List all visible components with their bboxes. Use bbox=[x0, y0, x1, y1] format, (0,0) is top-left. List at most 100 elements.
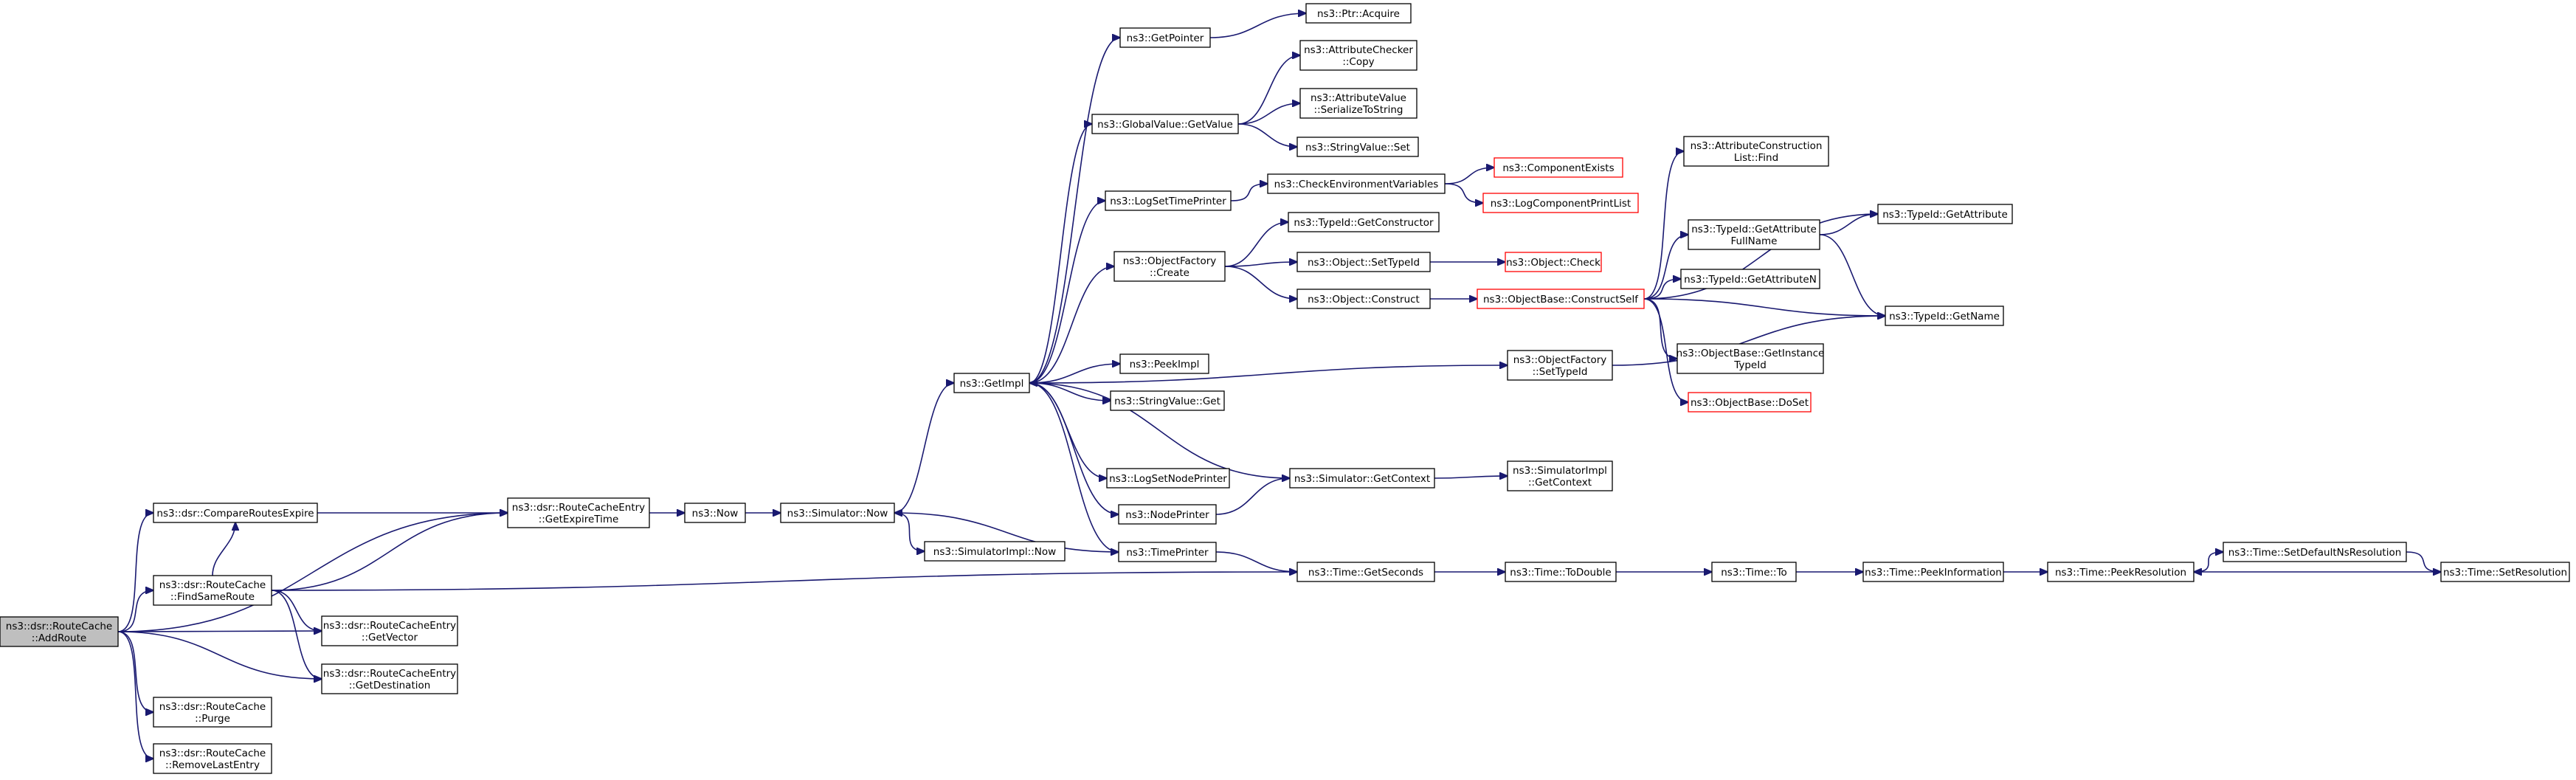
node-ns3-time-getseconds[interactable]: ns3::Time::GetSeconds bbox=[1296, 562, 1435, 582]
node-label: ns3::Time::ToDouble bbox=[1510, 567, 1611, 579]
node-ns3-logcomponentprintlist[interactable]: ns3::LogComponentPrintList bbox=[1482, 193, 1639, 213]
node-ns3-getimpl[interactable]: ns3::GetImpl bbox=[953, 373, 1030, 393]
node-box bbox=[1296, 252, 1431, 272]
node-ns3-simulator-now[interactable]: ns3::Simulator::Now bbox=[780, 503, 895, 523]
node-ns3-nodeprinter[interactable]: ns3::NodePrinter bbox=[1118, 504, 1217, 525]
node-label: ns3::ObjectBase::DoSet bbox=[1691, 397, 1809, 409]
edge-n0-to-n38 bbox=[117, 590, 153, 632]
node-label: ns3::Simulator::Now bbox=[787, 508, 888, 520]
node-label: ns3::StringValue::Set bbox=[1305, 142, 1410, 153]
node-label: ns3::Time::GetSeconds bbox=[1308, 567, 1423, 579]
node-ns3-attributevalue-serializetostring[interactable]: ns3::AttributeValue::SerializeToString bbox=[1299, 88, 1418, 119]
node-ns3-typeid-getconstructor[interactable]: ns3::TypeId::GetConstructor bbox=[1288, 212, 1440, 232]
node-ns3-getpointer[interactable]: ns3::GetPointer bbox=[1119, 27, 1211, 48]
node-label: ns3::SimulatorImpl::Now bbox=[933, 546, 1056, 558]
node-label: ns3::dsr::RouteCacheEntry bbox=[512, 502, 645, 514]
node-box bbox=[1677, 343, 1824, 374]
node-box bbox=[1862, 562, 2004, 582]
node-ns3-stringvalue-set[interactable]: ns3::StringValue::Set bbox=[1296, 137, 1419, 157]
node-ns3-timeprinter[interactable]: ns3::TimePrinter bbox=[1118, 542, 1217, 562]
edge-n44-to-n45 bbox=[2406, 551, 2441, 572]
node-ns3-typeid-getattributen[interactable]: ns3::TypeId::GetAttributeN bbox=[1680, 269, 1820, 289]
node-label: ns3::PeekImpl bbox=[1130, 359, 1200, 370]
node-box bbox=[780, 503, 895, 523]
node-ns3-dsr-routecacheentry-getvector[interactable]: ns3::dsr::RouteCacheEntry::GetVector bbox=[321, 615, 458, 646]
node-ns3-simulatorimpl-getcontext[interactable]: ns3::SimulatorImpl::GetContext bbox=[1507, 460, 1613, 491]
node-ns3-attributechecker-copy[interactable]: ns3::AttributeChecker::Copy bbox=[1299, 40, 1418, 71]
node-ns3-typeid-getattribute[interactable]: ns3::TypeId::GetAttribute bbox=[1877, 204, 2013, 224]
node-ns3-dsr-routecache-findsameroute[interactable]: ns3::dsr::RouteCache::FindSameRoute bbox=[153, 575, 272, 606]
node-box bbox=[1494, 157, 1623, 178]
node-label: ns3::Ptr::Acquire bbox=[1317, 8, 1400, 20]
node-ns3-time-peekresolution[interactable]: ns3::Time::PeekResolution bbox=[2047, 562, 2195, 582]
node-label: ns3::TypeId::GetName bbox=[1889, 311, 2000, 322]
node-ns3-objectfactory-settypeid[interactable]: ns3::ObjectFactory::SetTypeId bbox=[1507, 350, 1613, 381]
node-ns3-ptr-acquire[interactable]: ns3::Ptr::Acquire bbox=[1305, 3, 1412, 24]
node-label: ::Create bbox=[1150, 267, 1189, 279]
node-ns3-dsr-routecache-purge[interactable]: ns3::dsr::RouteCache::Purge bbox=[153, 697, 272, 728]
node-ns3-componentexists[interactable]: ns3::ComponentExists bbox=[1494, 157, 1623, 178]
node-ns3-dsr-compareroutesexpire[interactable]: ns3::dsr::CompareRoutesExpire bbox=[153, 503, 318, 523]
node-label: ns3::TimePrinter bbox=[1126, 547, 1209, 559]
node-box bbox=[1688, 392, 1812, 413]
node-box bbox=[153, 743, 272, 774]
node-ns3-objectfactory-create[interactable]: ns3::ObjectFactory::Create bbox=[1113, 251, 1226, 282]
node-ns3-typeid-getname[interactable]: ns3::TypeId::GetName bbox=[1885, 306, 2004, 326]
node-box bbox=[1118, 542, 1217, 562]
node-label: ns3::Time::SetResolution bbox=[2443, 567, 2567, 579]
node-label: ns3::AttributeValue bbox=[1311, 92, 1406, 104]
node-box bbox=[1683, 136, 1829, 167]
edge-n21-to-n23 bbox=[1643, 235, 1688, 300]
node-ns3-checkenvironmentvariables[interactable]: ns3::CheckEnvironmentVariables bbox=[1267, 173, 1446, 194]
node-ns3-simulatorimpl-now[interactable]: ns3::SimulatorImpl::Now bbox=[924, 541, 1066, 562]
node-ns3-dsr-routecache-removelastentry[interactable]: ns3::dsr::RouteCache::RemoveLastEntry bbox=[153, 743, 272, 774]
node-ns3-simulator-getcontext[interactable]: ns3::Simulator::GetContext bbox=[1289, 468, 1435, 489]
edge-n21-to-n24 bbox=[1643, 214, 1878, 300]
node-ns3-dsr-routecacheentry-getdestination[interactable]: ns3::dsr::RouteCacheEntry::GetDestinatio… bbox=[321, 663, 458, 694]
node-ns3-objectbase-doset[interactable]: ns3::ObjectBase::DoSet bbox=[1688, 392, 1812, 413]
node-box bbox=[1119, 27, 1211, 48]
node-ns3-logsettimeprinter[interactable]: ns3::LogSetTimePrinter bbox=[1105, 190, 1232, 211]
edge-n8-to-n10 bbox=[1237, 103, 1300, 125]
node-box bbox=[1106, 468, 1230, 489]
node-label: ns3::Time::SetDefaultNsResolution bbox=[2228, 547, 2402, 559]
node-ns3-objectbase-constructself[interactable]: ns3::ObjectBase::ConstructSelf bbox=[1477, 289, 1645, 309]
node-ns3-peekimpl[interactable]: ns3::PeekImpl bbox=[1119, 353, 1209, 374]
node-ns3-object-check[interactable]: ns3::Object::Check bbox=[1505, 252, 1602, 272]
node-box bbox=[153, 697, 272, 728]
edge-n21-to-n27 bbox=[1643, 298, 1677, 359]
edge-n13-to-n14 bbox=[1444, 168, 1494, 184]
edge-n34-to-n5 bbox=[1029, 383, 1291, 479]
node-ns3-time-todouble[interactable]: ns3::Time::ToDouble bbox=[1505, 562, 1617, 582]
node-ns3-dsr-routecacheentry-getexpiretime[interactable]: ns3::dsr::RouteCacheEntry::GetExpireTime bbox=[507, 497, 650, 528]
node-ns3-object-construct[interactable]: ns3::Object::Construct bbox=[1296, 289, 1431, 309]
edge-n4-to-n37 bbox=[894, 512, 925, 551]
edge-n0-to-n46 bbox=[117, 631, 322, 632]
node-ns3-globalvalue-getvalue[interactable]: ns3::GlobalValue::GetValue bbox=[1091, 114, 1239, 134]
node-ns3-time-setdefaultnsresolution[interactable]: ns3::Time::SetDefaultNsResolution bbox=[2223, 542, 2407, 562]
node-ns3-logsetnodeprinter[interactable]: ns3::LogSetNodePrinter bbox=[1106, 468, 1230, 489]
node-label: ns3::TypeId::GetConstructor bbox=[1294, 217, 1434, 229]
edge-n0-to-n48 bbox=[117, 631, 153, 712]
edge-n0-to-n49 bbox=[117, 631, 153, 759]
edge-n6-to-n7 bbox=[1209, 13, 1306, 38]
node-ns3-time-peekinformation[interactable]: ns3::Time::PeekInformation bbox=[1862, 562, 2004, 582]
node-ns3-time-to[interactable]: ns3::Time::To bbox=[1711, 562, 1797, 582]
node-box bbox=[1118, 504, 1217, 525]
node-ns3-stringvalue-get[interactable]: ns3::StringValue::Get bbox=[1110, 390, 1225, 411]
node-ns3-time-setresolution[interactable]: ns3::Time::SetResolution bbox=[2440, 562, 2570, 582]
node-box bbox=[1289, 468, 1435, 489]
node-ns3-now[interactable]: ns3::Now bbox=[684, 503, 746, 523]
node-ns3-object-settypeid[interactable]: ns3::Object::SetTypeId bbox=[1296, 252, 1431, 272]
edge-n23-to-n26 bbox=[1819, 234, 1885, 316]
node-label: ns3::LogSetTimePrinter bbox=[1110, 196, 1226, 207]
node-label: ::SetTypeId bbox=[1533, 366, 1588, 378]
edge-n5-to-n6 bbox=[1029, 38, 1120, 384]
node-label: ns3::dsr::RouteCacheEntry bbox=[323, 620, 456, 632]
edge-n5-to-n31 bbox=[1029, 365, 1508, 384]
node-ns3-dsr-routecache-addroute[interactable]: ns3::dsr::RouteCache::AddRoute bbox=[0, 616, 119, 647]
